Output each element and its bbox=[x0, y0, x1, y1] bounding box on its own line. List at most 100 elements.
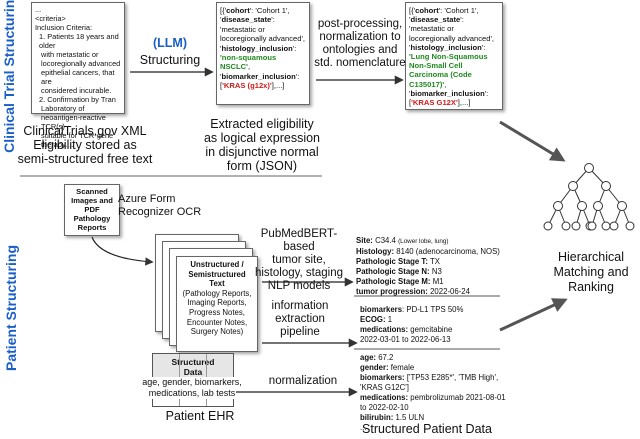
unstructured-title: Unstructured / Semistructured Text bbox=[188, 260, 246, 289]
title-line: Structured bbox=[171, 357, 215, 367]
scanned-line: PDF bbox=[84, 205, 100, 214]
label-line: Ranking bbox=[568, 280, 614, 294]
pd-key: medications: bbox=[360, 393, 409, 402]
json-key-cohort: cohort bbox=[226, 6, 250, 15]
arrow-to-matching-top bbox=[499, 120, 566, 162]
caption-line: Extracted eligibility bbox=[210, 117, 314, 131]
pd-value: 1 bbox=[387, 315, 393, 324]
label-line: pipeline bbox=[280, 326, 320, 338]
pd-key: gender: bbox=[360, 363, 389, 372]
caption-line: as logical expression bbox=[203, 131, 321, 145]
xml-line: considered incurable. bbox=[41, 86, 112, 95]
xml-line: Laboratory of bbox=[41, 104, 85, 113]
pd-row: gender: female bbox=[360, 363, 506, 373]
caption-line: ClinicalTrials.gov XML bbox=[23, 124, 147, 138]
pd-row: 'KRAS G12C'] bbox=[360, 383, 409, 392]
pd-row: medications: gemcitabine bbox=[360, 325, 463, 335]
arrow-to-matching-bottom bbox=[499, 298, 568, 332]
json-value-biomarker: 'KRAS (g12x)' bbox=[222, 81, 272, 91]
hierarchy-tree-icon bbox=[543, 163, 635, 231]
pd-value: 67.2 bbox=[378, 353, 394, 362]
unstructured-body: (Pathology Reports, Imaging Reports, Pro… bbox=[182, 288, 252, 337]
scanned-line: Reports bbox=[77, 223, 107, 232]
llm-label: Structuring bbox=[139, 53, 201, 67]
pd-row: ... bbox=[360, 423, 367, 432]
pd-row: medications: pembrolizumab 2021-08-01 bbox=[360, 393, 506, 403]
pd-value-note: (Lower lobe, lung) bbox=[398, 238, 449, 245]
json-text: ': 'metastatic or locoregionally advance… bbox=[409, 15, 495, 43]
pd-key: Site: bbox=[356, 236, 373, 245]
pd-value: C34.4 bbox=[375, 236, 396, 245]
label-line: NLP models bbox=[267, 280, 331, 292]
unstructured-text-box: Unstructured / Semistructured Text (Path… bbox=[176, 256, 258, 352]
ehr-caption: Patient EHR bbox=[165, 409, 235, 423]
label-line: post-processing, bbox=[317, 18, 403, 30]
label-line: Hierarchical bbox=[558, 250, 624, 264]
xml-line: therapy.... bbox=[41, 140, 74, 149]
caption-line: in disjunctive normal bbox=[205, 145, 319, 159]
xml-line: 1. Patients 18 years and older bbox=[39, 32, 119, 50]
pd-row: Pathologic Stage T: TX bbox=[356, 257, 500, 267]
json-extracted: [{'cohort': 'Cohort 1', 'disease_state':… bbox=[216, 2, 310, 105]
matching-label: Hierarchical Matching and Ranking bbox=[546, 250, 636, 295]
caption-line: semi-structured free text bbox=[17, 152, 153, 166]
json-key-histology: histology_inclusion bbox=[410, 42, 482, 52]
xml-line: neoantigen-reactive TCR(s) bbox=[41, 113, 106, 131]
json-text: [{' bbox=[409, 6, 416, 15]
pd-key: ECOG: bbox=[360, 315, 386, 324]
json-text: ,...] bbox=[273, 81, 285, 91]
label-line: information bbox=[271, 300, 329, 312]
post-processing-label: post-processing, normalization to ontolo… bbox=[312, 18, 408, 70]
pd-value: 1.5 ULN bbox=[395, 413, 425, 422]
scanned-reports-box: Scanned Images and PDF Pathology Reports bbox=[64, 184, 120, 236]
pd-value: 2022-06-24 bbox=[430, 287, 470, 296]
structured-patient-data-caption: Structured Patient Data bbox=[362, 422, 492, 436]
json-key-histology: histology_inclusion bbox=[221, 43, 293, 53]
pd-row: Histology: 8140 (adenocarcinoma, NOS) bbox=[356, 247, 500, 257]
scanned-line: Images and bbox=[71, 196, 113, 205]
pd-key: bilirubin: bbox=[360, 413, 394, 422]
pd-row: tumor progression: 2022-06-24 bbox=[356, 287, 500, 297]
pd-row: 2022-03-01 to 2022-06-13 bbox=[360, 335, 451, 344]
label-line: std. nomenclature bbox=[314, 57, 406, 69]
json-text: [{' bbox=[220, 6, 227, 15]
json-text: ': 'Cohort 1', bbox=[249, 6, 290, 15]
xml-document: ... <criteria> Inclusion Criteria: 1. Pa… bbox=[31, 2, 125, 149]
pd-row: Pathologic Stage N: N3 bbox=[356, 267, 500, 277]
pd-row: ECOG: 1 bbox=[360, 315, 463, 325]
pd-row: Site: C34.4 (Lower lobe, lung) bbox=[356, 236, 500, 247]
json-value-histology: 'non-squamous NSCLC' bbox=[220, 53, 277, 72]
caption-line: form (JSON) bbox=[226, 159, 298, 173]
pd-key: tumor progression: bbox=[356, 287, 428, 296]
json-text: ': 'Cohort 1', bbox=[438, 6, 479, 15]
pd-value: female bbox=[390, 363, 415, 372]
pd-row: Pathologic Stage M: M1 bbox=[356, 277, 500, 287]
pd-value: gemcitabine bbox=[410, 325, 453, 334]
label-line: normalization to bbox=[319, 31, 401, 43]
pd-key: Pathologic Stage M: bbox=[356, 277, 431, 286]
json-text: ,...] bbox=[459, 98, 471, 108]
caption-line: Eligibility stored as bbox=[33, 138, 137, 152]
xml-line: 2. Confirmation by Tran bbox=[39, 95, 116, 104]
xml-line: epithelial cancers, that are bbox=[41, 68, 115, 86]
scanned-line: Pathology bbox=[73, 214, 111, 223]
pd-value: : PD-L1 TPS 50% bbox=[402, 305, 464, 314]
pd-key: biomarkers: bbox=[360, 373, 405, 382]
xml-line: locoregionally advanced bbox=[41, 59, 121, 68]
pd-row: biomarkers: PD-L1 TPS 50% bbox=[360, 305, 463, 315]
pd-row: to 2022-02-10 bbox=[360, 403, 409, 412]
pd-key: medications: bbox=[360, 325, 409, 334]
patient-data-structured: age: 67.2 gender: female biomarkers: ['T… bbox=[360, 353, 506, 433]
xml-line: Inclusion Criteria: bbox=[35, 23, 93, 32]
xml-line: <criteria> bbox=[35, 14, 66, 23]
xml-line: suitable for TCR-gene bbox=[41, 131, 114, 140]
llm-tag: (LLM) bbox=[152, 36, 187, 50]
structured-title: Structured Data bbox=[153, 357, 233, 377]
title-line: Data bbox=[183, 367, 203, 377]
json-normalized: [{'cohort': 'Cohort 1', 'disease_state':… bbox=[405, 2, 503, 110]
label-line: tumor site, bbox=[272, 254, 326, 266]
label-line: ontologies and bbox=[322, 44, 398, 56]
pd-value: ['TP53 E285*', 'TMB High', bbox=[406, 373, 499, 382]
json-value-histology: 'Lung Non-Squamous Non-Small Cell Carcin… bbox=[409, 52, 488, 89]
json-caption: Extracted eligibility as logical express… bbox=[192, 117, 332, 173]
